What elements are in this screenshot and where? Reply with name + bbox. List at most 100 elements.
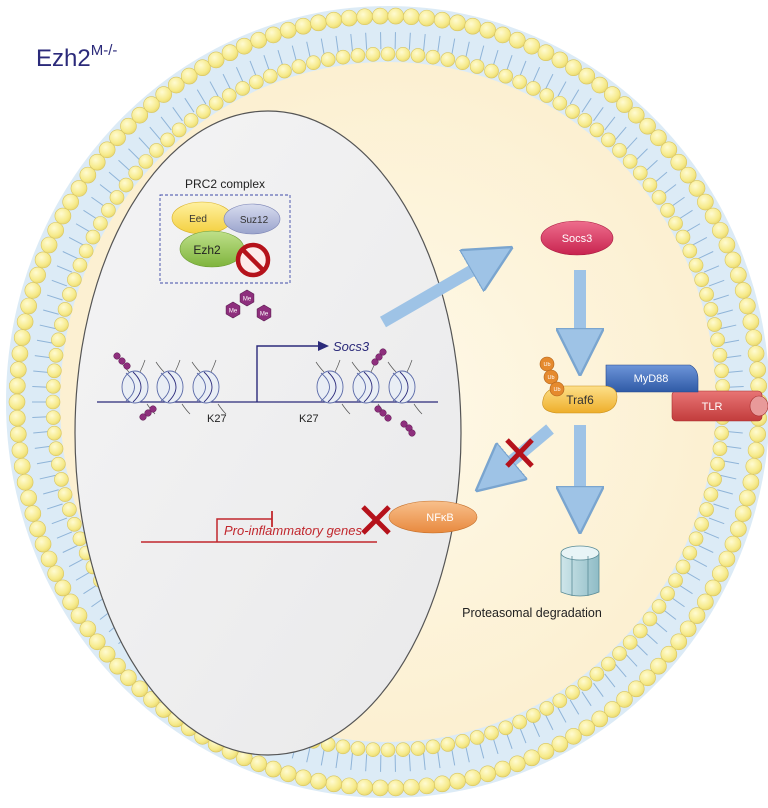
lipid-head [47, 426, 61, 440]
lipid-head [86, 230, 100, 244]
prc2-label: PRC2 complex [185, 177, 265, 191]
lipid-head [623, 155, 637, 169]
lipid-head [485, 726, 499, 740]
lipid-head [750, 362, 766, 378]
nfkb-protein: NFκB [389, 501, 477, 533]
lipid-head [12, 442, 28, 458]
lipid-head [236, 38, 252, 54]
methyl-mark [124, 363, 131, 370]
lipid-head [58, 488, 72, 502]
lipid-head [326, 12, 342, 28]
lipid-head [195, 60, 211, 76]
lipid-head [566, 728, 582, 744]
socs3-protein: Socs3 [541, 221, 613, 255]
lipid-head [712, 566, 728, 582]
lipid-head [419, 778, 435, 794]
lipid-head [735, 282, 751, 298]
lipid-head [63, 594, 79, 610]
ubiquitin: Ub [550, 382, 564, 396]
lipid-head [739, 490, 755, 506]
k27-label-right: K27 [299, 413, 319, 425]
lipid-head [139, 155, 153, 169]
svg-text:Me: Me [260, 311, 269, 317]
lipid-head [310, 773, 326, 789]
traf6-label: Traf6 [566, 393, 594, 407]
lipid-head [48, 566, 64, 582]
lipid-head [71, 608, 87, 624]
lipid-head [263, 69, 277, 83]
svg-text:Ub: Ub [553, 387, 560, 393]
lipid-head [426, 50, 440, 64]
lipid-head [119, 178, 133, 192]
lipid-head [62, 287, 76, 301]
lipid-head [366, 47, 380, 61]
lipid-head [704, 488, 718, 502]
lipid-head [735, 506, 751, 522]
lipid-head [730, 521, 746, 537]
lipid-head [748, 346, 764, 362]
lipid-head [310, 15, 326, 31]
lipid-head [708, 472, 722, 486]
lipid-head [633, 624, 647, 638]
lipid-head [10, 362, 26, 378]
lipid-head [63, 194, 79, 210]
lipid-head [683, 244, 697, 258]
lipid-head [743, 474, 759, 490]
lipid-head [465, 18, 481, 34]
lipid-head [30, 267, 46, 283]
lipid-head [566, 685, 580, 699]
lipid-head [67, 517, 81, 531]
tlr-label: TLR [702, 401, 723, 413]
lipid-head [21, 490, 37, 506]
lipid-head [336, 50, 350, 64]
lipid-head [470, 60, 484, 74]
lipid-head [739, 298, 755, 314]
lipid-head [30, 521, 46, 537]
lipid-head [110, 190, 124, 204]
nfkb-label: NFκB [426, 512, 454, 524]
lipid-head [14, 458, 30, 474]
lipid-head [441, 53, 455, 67]
lipid-head [25, 282, 41, 298]
lipid-head [46, 395, 60, 409]
lipid-head [9, 378, 25, 394]
lipid-head [277, 64, 291, 78]
lipid-head [426, 740, 440, 754]
lipid-head [265, 27, 281, 43]
lipid-head [55, 208, 71, 224]
lipid-head [750, 426, 766, 442]
suz12-label: Suz12 [240, 215, 269, 226]
methyl-mark [380, 349, 387, 356]
lipid-head [265, 761, 281, 777]
lipid-head [730, 267, 746, 283]
lipid-head [652, 600, 666, 614]
lipid-head [251, 756, 267, 772]
lipid-head [513, 715, 527, 729]
lipid-head [366, 743, 380, 757]
lipid-head [700, 287, 714, 301]
lipid-head [58, 302, 72, 316]
lipid-head [21, 298, 37, 314]
lipid-head [538, 743, 554, 759]
lipid-head [623, 635, 637, 649]
lipid-head [499, 721, 513, 735]
lipid-head [485, 64, 499, 78]
lipid-head [419, 10, 435, 26]
lipid-head [222, 45, 238, 61]
lipid-head [14, 330, 30, 346]
pro-inflammatory-label: Pro-inflammatory genes [224, 523, 362, 538]
lipid-head [54, 472, 68, 486]
svg-text:Me: Me [243, 296, 252, 302]
lipid-head [697, 594, 713, 610]
k27-label-left: K27 [207, 413, 227, 425]
lipid-head [711, 457, 725, 471]
lipid-head [495, 761, 511, 777]
lipid-head [280, 22, 296, 38]
lipid-head [51, 457, 65, 471]
lipid-head [715, 364, 729, 378]
lipid-head [41, 551, 57, 567]
lipid-head [292, 60, 306, 74]
lipid-head [695, 273, 709, 287]
lipid-head [372, 780, 388, 796]
